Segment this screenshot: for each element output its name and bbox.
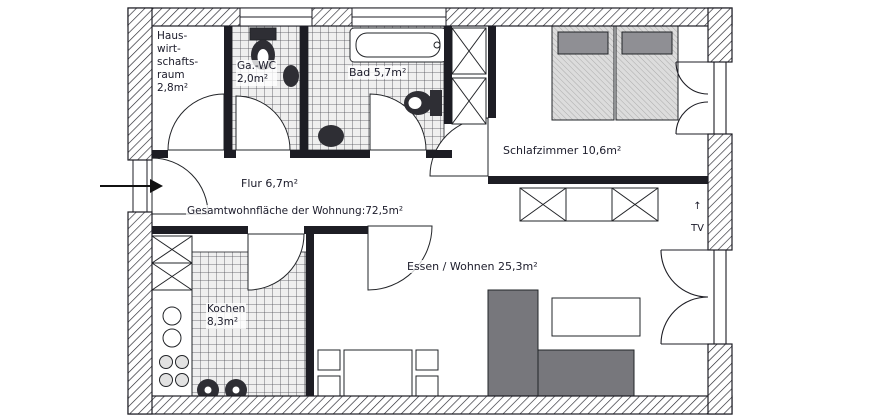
fridge-shaft-icon [151,235,193,291]
double-bed-icon [551,25,679,121]
chair-icon [317,375,341,397]
wall-right-upper [707,7,733,63]
wall-bedroom-left [488,26,496,118]
tv-area: ↑ TV [690,190,705,245]
wall-hall-top-c [290,150,370,158]
kitchen-sink-icon [162,328,182,348]
total-area-note: Gesamtwohnfläche der Wohnung:72,5m² [186,205,405,218]
bath-toilet-icon [404,90,442,116]
wall-hall-top-b [224,150,236,158]
kitchen-door-swing [247,233,305,291]
wall-utility-wc [224,26,232,150]
tv-label: TV [691,223,704,234]
wall-wc-bath [300,26,308,150]
room-label-living: Essen / Wohnen 25,3m² [406,260,539,273]
dining-table-icon [343,349,413,397]
room-label-kitchen: Kochen 8,3m² [206,303,247,329]
interior-walls [152,26,708,396]
tv-arrow-icon: ↑ [693,201,702,212]
chair-icon [415,375,439,397]
stove-icon [159,355,189,387]
wardrobe-icon [519,187,659,222]
room-label-bath: Bad 5,7m² [348,66,408,79]
chair-icon [415,349,439,371]
shaft-icon [451,27,487,125]
wall-hall-top-a [152,150,168,158]
utility-door-swing [167,93,225,151]
door-swings [151,93,489,291]
wall-hall-top-d [426,150,452,158]
kitchen-counter-icon [151,289,193,397]
room-label-utility: Haus- wirt- schafts- raum 2,8m² [156,30,200,95]
outer-walls [127,7,733,415]
dining-set-icon [317,349,439,397]
living-door-swing [367,225,433,291]
windows [239,7,447,27]
wall-right-lower [707,343,733,415]
sofa-icon [487,289,635,401]
wall-hall-bottom-b [304,226,368,234]
wall-bath-shaft [444,26,452,124]
room-label-hall: Flur 6,7m² [240,177,299,190]
wall-bedroom-bottom [488,176,708,184]
kitchen-sink-icon [162,306,182,326]
room-label-bedroom: Schlafzimmer 10,6m² [502,144,623,157]
bathtub-icon [349,27,447,63]
wall-left-lower [127,211,153,415]
wall-left-upper [127,7,153,161]
wall-right-middle [707,133,733,251]
wall-kitchen-living [306,234,314,396]
wall-bottom [127,395,733,415]
wc-door-swing [235,95,291,151]
wc-sink-icon [283,65,299,87]
balcony-door-icon [660,61,727,345]
chair-icon [317,349,341,371]
entrance-arrow-icon [100,179,163,193]
coffee-table-icon [551,297,641,337]
bath-sink-icon [318,125,344,147]
room-label-guest-wc: Ga.-WC 2,0m² [236,60,277,86]
wall-hall-bottom-a [152,226,248,234]
